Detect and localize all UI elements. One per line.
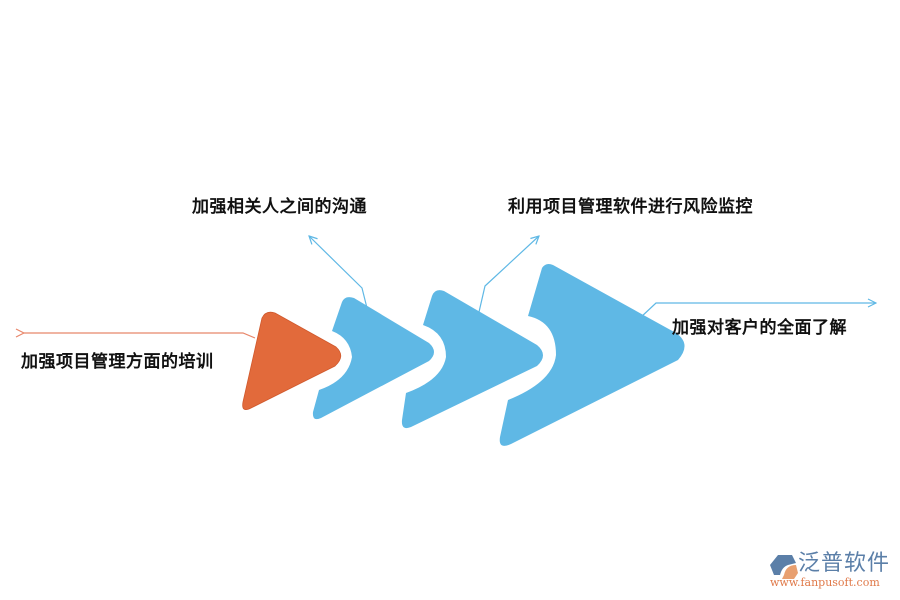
label-risk-monitoring: 利用项目管理软件进行风险监控 <box>508 197 753 217</box>
connector-risk-monitoring <box>478 236 539 313</box>
chevron-shape-3 <box>499 264 685 446</box>
logo-icon <box>770 555 798 579</box>
connector-customer <box>639 303 876 319</box>
label-communication: 加强相关人之间的沟通 <box>192 197 367 217</box>
chevron-shape-1 <box>312 297 434 420</box>
start-triangle <box>242 311 342 410</box>
brand-logo: 泛普软件 www.fanpusoft.com <box>768 552 896 592</box>
label-training: 加强项目管理方面的培训 <box>21 352 214 372</box>
chevron-shape-2 <box>401 290 543 429</box>
connector-training <box>24 333 256 339</box>
logo-name: 泛普软件 <box>798 551 891 576</box>
connector-communication <box>309 236 369 313</box>
logo-url: www.fanpusoft.com <box>770 576 880 589</box>
label-customer: 加强对客户的全面了解 <box>672 318 847 338</box>
